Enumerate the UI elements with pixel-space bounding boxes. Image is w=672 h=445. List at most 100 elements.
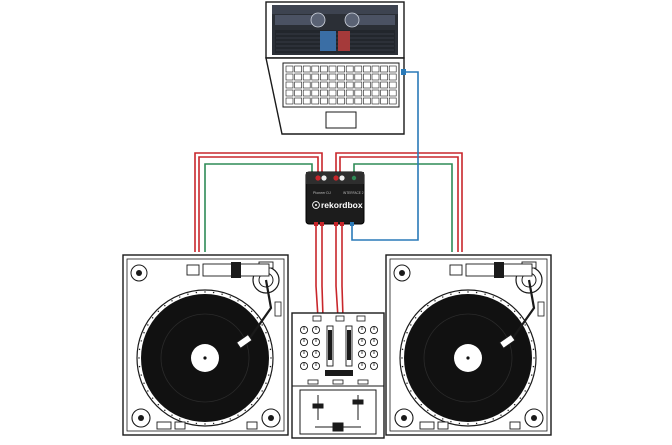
keyboard-key <box>311 73 320 81</box>
strobe-dot <box>401 365 404 368</box>
keyboard-key <box>294 73 302 81</box>
speed-33-button <box>437 421 449 430</box>
keyboard-key <box>380 73 388 81</box>
strobe-dot <box>269 365 272 368</box>
keyboard-key <box>345 89 354 97</box>
strobe-dot <box>519 397 522 399</box>
keyboard-key <box>337 89 345 97</box>
laptop <box>265 1 406 135</box>
keyboard-key <box>363 81 371 89</box>
arm-rest <box>537 301 545 317</box>
audio-interface: Pioneer DJ INTERFACE 2 rekordbox <box>305 171 365 226</box>
power-knob-center <box>401 415 407 421</box>
keyboard-key <box>311 89 320 97</box>
strobe-dot <box>244 304 246 307</box>
strobe-dot <box>221 293 223 295</box>
strobe-dot <box>450 421 452 423</box>
interface-jacks-top <box>315 175 357 181</box>
strobe-dot <box>143 332 145 334</box>
strobe-dot <box>229 418 231 420</box>
strobe-dot <box>434 414 436 416</box>
interface-brand-label: Pioneer DJ <box>313 191 331 195</box>
strobe-dot <box>140 340 142 342</box>
strobe-dot <box>403 374 405 376</box>
strobe-dot <box>507 409 509 412</box>
keyboard-key <box>328 65 337 73</box>
strobe-dot <box>475 291 478 294</box>
green-ground-left <box>204 163 313 252</box>
strobe-dot <box>406 382 408 384</box>
stylus-light-center <box>531 415 537 421</box>
keyboard-key <box>285 65 294 73</box>
strobe-dot <box>212 422 215 425</box>
strobe-dot <box>458 422 461 425</box>
strobe-dot <box>420 310 423 313</box>
keyboard-key <box>337 73 345 81</box>
strobe-dot <box>427 304 429 307</box>
keyboard-key <box>311 81 320 89</box>
strobe-dot <box>507 304 509 307</box>
mixer-level-meters <box>328 330 351 360</box>
mixer-crossfader <box>315 422 361 432</box>
start-stop-button <box>156 421 172 430</box>
strobe-dot <box>187 421 189 423</box>
strobe-dot <box>420 403 423 406</box>
keyboard-key <box>285 81 294 89</box>
strobe-dot <box>528 382 530 384</box>
strobe-dot <box>265 382 267 384</box>
speed-45-button <box>246 421 258 430</box>
pitch-slider-knob <box>231 262 241 278</box>
turntable-inner-frame <box>389 258 548 432</box>
strobe-dot <box>467 423 469 425</box>
tonearm <box>509 279 536 343</box>
spindle <box>466 356 470 360</box>
strobe-dot <box>467 291 469 293</box>
green-ground-right <box>353 163 453 252</box>
mixer-cue-buttons <box>307 379 369 385</box>
strobe-dot <box>229 296 231 298</box>
screen-waveform-bar <box>272 5 398 14</box>
strobe-dot <box>147 390 149 392</box>
keyboard-key <box>302 89 311 97</box>
strobe-dot <box>401 348 404 351</box>
keyboard-keys <box>285 65 397 105</box>
blue-usb-cable <box>351 71 419 241</box>
red-cable-right-inner <box>339 156 459 252</box>
screen-waveform-right <box>355 15 395 25</box>
keyboard-key <box>285 97 294 105</box>
strobe-dot <box>244 409 246 412</box>
strobe-dot <box>268 374 270 376</box>
arm-rest <box>274 301 282 317</box>
pitch-reset-button <box>186 264 200 276</box>
strobe-dot <box>458 291 461 294</box>
strobe-dot <box>261 324 263 326</box>
strobe-dot <box>147 324 149 326</box>
screen-deck-right <box>344 12 360 28</box>
strobe-dot <box>270 357 272 359</box>
turntable-left <box>122 254 289 436</box>
keyboard-key <box>320 89 328 97</box>
strobe-dot <box>528 332 530 334</box>
keyboard-key <box>345 81 354 89</box>
keyboard-key <box>371 81 380 89</box>
cables <box>194 71 463 319</box>
strobe-dot <box>250 310 253 313</box>
strobe-dot <box>138 348 141 351</box>
keyboard-key <box>354 81 363 89</box>
keyboard-key <box>371 97 380 105</box>
speed-33-button <box>174 421 186 430</box>
keyboard-key <box>380 81 388 89</box>
strobe-dot <box>138 365 141 368</box>
keyboard-key <box>320 73 328 81</box>
screen-waveform-left <box>275 15 315 25</box>
keyboard-key <box>328 81 337 89</box>
strobe-dot <box>179 418 181 420</box>
strobe-dot <box>531 374 533 376</box>
interface-jacks-bottom <box>314 222 354 226</box>
keyboard-key <box>388 89 397 97</box>
strobe-dot <box>265 332 267 334</box>
mixer-upfaders <box>312 395 364 420</box>
keyboard-key <box>345 73 354 81</box>
keyboard-key <box>388 97 397 105</box>
